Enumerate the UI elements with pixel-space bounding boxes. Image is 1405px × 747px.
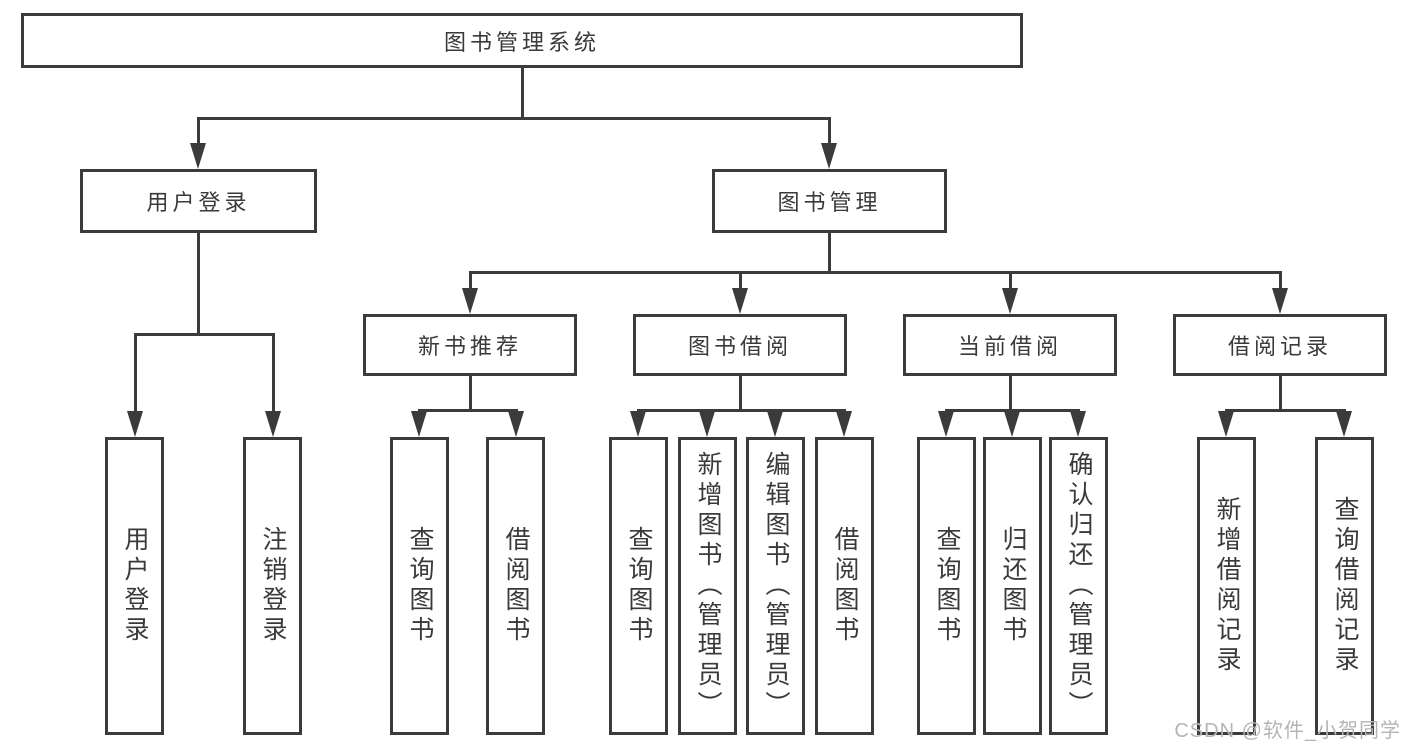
node-book-borrow-label: 图书借阅 bbox=[687, 334, 792, 359]
arrowhead-query-c bbox=[938, 411, 954, 437]
leaf-logout: 注销登录 bbox=[243, 437, 302, 735]
node-borrow-records-label: 借阅记录 bbox=[1227, 334, 1332, 359]
leaf-user-login: 用户登录 bbox=[105, 437, 164, 735]
node-book-management: 图书管理 bbox=[712, 169, 947, 233]
leaf-add-borrow-record: 新增借阅记录 bbox=[1197, 437, 1256, 735]
connector-currentborrow-vline bbox=[1009, 376, 1012, 412]
connector-drop-borrow-records bbox=[1279, 271, 1282, 291]
arrowhead-edit-book bbox=[767, 411, 783, 437]
leaf-borrow-books-a-label: 借阅图书 bbox=[502, 526, 530, 646]
leaf-logout-label: 注销登录 bbox=[259, 526, 287, 646]
leaf-query-books-a: 查询图书 bbox=[390, 437, 449, 735]
leaf-return-book-label: 归还图书 bbox=[999, 526, 1027, 646]
arrowhead-current-borrow bbox=[1002, 288, 1018, 314]
connector-drop-user-login bbox=[197, 117, 200, 146]
node-user-login-label: 用户登录 bbox=[146, 190, 251, 215]
connector-drop-leaf-logout bbox=[272, 333, 275, 414]
arrowhead-book-borrow bbox=[732, 288, 748, 314]
arrowhead-leaf-user-login bbox=[127, 411, 143, 437]
leaf-query-books-c-label: 查询图书 bbox=[933, 526, 961, 646]
leaf-borrow-books-b: 借阅图书 bbox=[815, 437, 874, 735]
node-new-book-recommend-label: 新书推荐 bbox=[417, 334, 522, 359]
leaf-query-books-b-label: 查询图书 bbox=[625, 526, 653, 646]
leaf-confirm-return-admin-label: 确认归还（管理员） bbox=[1065, 451, 1093, 721]
connector-bookborrow-vline bbox=[739, 376, 742, 412]
connector-root-hline bbox=[197, 117, 831, 120]
connector-root-vline bbox=[521, 67, 524, 120]
connector-records-hline bbox=[1225, 409, 1346, 412]
connector-bookmgmt-hline bbox=[469, 271, 1281, 274]
node-borrow-records: 借阅记录 bbox=[1173, 314, 1387, 376]
node-root: 图书管理系统 bbox=[21, 13, 1023, 68]
arrowhead-borrow-a bbox=[508, 411, 524, 437]
connector-bookborrow-hline bbox=[637, 409, 846, 412]
leaf-edit-book-admin-label: 编辑图书（管理员） bbox=[762, 451, 790, 721]
connector-userlogin-vline bbox=[197, 233, 200, 335]
connector-newbooks-hline bbox=[418, 409, 517, 412]
leaf-add-borrow-record-label: 新增借阅记录 bbox=[1213, 496, 1241, 676]
connector-records-vline bbox=[1279, 376, 1282, 412]
arrowhead-add-record bbox=[1218, 411, 1234, 437]
node-root-label: 图书管理系统 bbox=[443, 29, 600, 55]
connector-drop-book-borrow bbox=[739, 271, 742, 291]
watermark: CSDN @软件_小贺同学 bbox=[1174, 720, 1401, 742]
arrowhead-query-a bbox=[411, 411, 427, 437]
connector-userlogin-hline bbox=[134, 333, 275, 336]
node-book-borrow: 图书借阅 bbox=[633, 314, 847, 376]
leaf-query-books-b: 查询图书 bbox=[609, 437, 668, 735]
leaf-borrow-books-b-label: 借阅图书 bbox=[831, 526, 859, 646]
arrowhead-leaf-logout bbox=[265, 411, 281, 437]
arrowhead-book-management bbox=[821, 143, 837, 169]
arrowhead-query-b bbox=[630, 411, 646, 437]
arrowhead-confirm-return bbox=[1070, 411, 1086, 437]
node-user-login: 用户登录 bbox=[80, 169, 317, 233]
node-book-management-label: 图书管理 bbox=[777, 190, 882, 215]
leaf-query-books-a-label: 查询图书 bbox=[406, 526, 434, 646]
connector-drop-current-borrow bbox=[1009, 271, 1012, 291]
arrowhead-new-books bbox=[462, 288, 478, 314]
arrowhead-borrow-b bbox=[836, 411, 852, 437]
node-current-borrow: 当前借阅 bbox=[903, 314, 1117, 376]
connector-newbooks-vline bbox=[469, 376, 472, 412]
arrowhead-return-book bbox=[1004, 411, 1020, 437]
leaf-add-book-admin: 新增图书（管理员） bbox=[678, 437, 737, 735]
node-new-book-recommend: 新书推荐 bbox=[363, 314, 577, 376]
arrowhead-borrow-records bbox=[1272, 288, 1288, 314]
leaf-edit-book-admin: 编辑图书（管理员） bbox=[746, 437, 805, 735]
connector-drop-book-management bbox=[828, 117, 831, 146]
connector-drop-new-books bbox=[469, 271, 472, 291]
connector-bookmgmt-vline bbox=[828, 233, 831, 274]
arrowhead-add-book bbox=[699, 411, 715, 437]
arrowhead-user-login bbox=[190, 143, 206, 169]
leaf-confirm-return-admin: 确认归还（管理员） bbox=[1049, 437, 1108, 735]
leaf-query-borrow-record-label: 查询借阅记录 bbox=[1331, 496, 1359, 676]
node-current-borrow-label: 当前借阅 bbox=[957, 334, 1062, 359]
leaf-user-login-label: 用户登录 bbox=[121, 526, 149, 646]
leaf-return-book: 归还图书 bbox=[983, 437, 1042, 735]
arrowhead-query-record bbox=[1336, 411, 1352, 437]
connector-drop-leaf-user-login bbox=[134, 333, 137, 414]
leaf-query-borrow-record: 查询借阅记录 bbox=[1315, 437, 1374, 735]
leaf-borrow-books-a: 借阅图书 bbox=[486, 437, 545, 735]
leaf-add-book-admin-label: 新增图书（管理员） bbox=[694, 451, 722, 721]
leaf-query-books-c: 查询图书 bbox=[917, 437, 976, 735]
